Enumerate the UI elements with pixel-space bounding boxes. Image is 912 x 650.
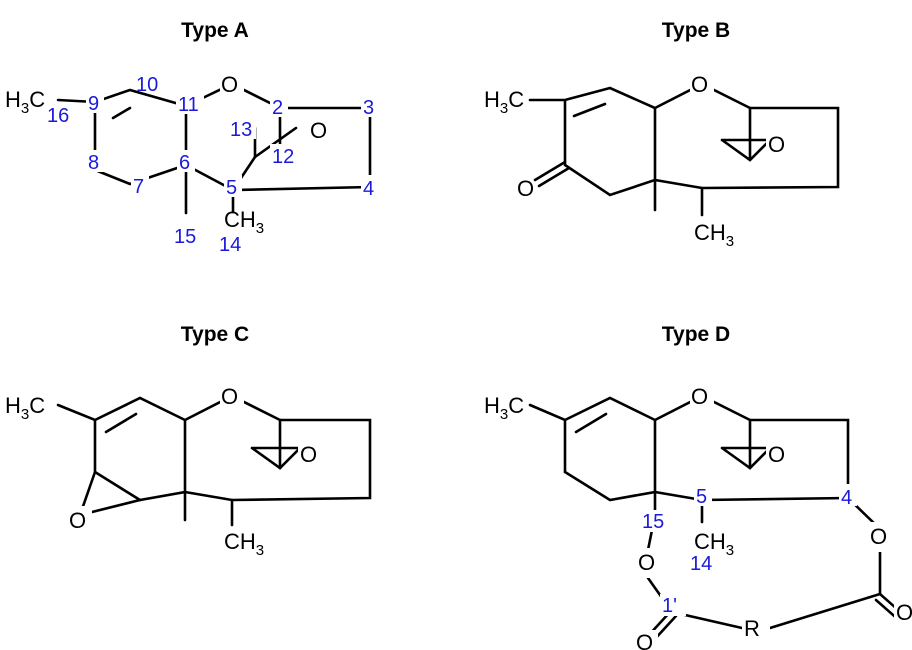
atom-ch3-d: CH3 [694, 529, 734, 559]
atom-oxygen-epoxide-d: O [768, 442, 785, 467]
atom-h3c-d: H3C [484, 393, 524, 423]
atom-r-group-d: R [744, 616, 760, 641]
atom-oxygen-carbonyl-right-d: O [896, 600, 912, 625]
bonds-type-b [528, 82, 840, 217]
locants-type-a: 16 9 10 11 2 3 13 12 8 6 7 5 4 15 14 [44, 74, 379, 256]
atom-h3c-b: H3C [484, 87, 524, 117]
atom-oxygen-carbonyl-left-d: O [636, 630, 653, 650]
locant-a-11: 11 [178, 94, 199, 116]
structure-type-d: Type D H3C O O O [484, 323, 912, 650]
locant-a-13: 13 [230, 119, 252, 141]
locant-a-14: 14 [219, 234, 241, 256]
locant-a-10: 10 [136, 74, 158, 96]
locant-d-4: 4 [841, 487, 852, 509]
atom-oxygen-epoxide-a: O [310, 118, 327, 143]
atom-ch3-a: CH3 [224, 207, 264, 237]
atom-h3c-c: H3C [5, 393, 45, 423]
bonds-type-c [56, 394, 372, 527]
locant-a-6: 6 [179, 152, 190, 174]
structure-type-c: Type C H3C O O O CH3 [5, 323, 372, 559]
locant-a-2: 2 [272, 97, 283, 119]
atom-oxygen-epoxide-b: O [768, 132, 785, 157]
title-type-d: Type D [662, 323, 730, 346]
atom-ch3-c: CH3 [224, 529, 264, 559]
locant-d-1-prime: 1' [662, 595, 677, 617]
locant-a-12: 12 [272, 146, 294, 168]
atoms-type-d: H3C O O O O O O R CH3 [484, 382, 912, 650]
locant-a-5: 5 [226, 177, 237, 199]
atom-h3c-a: H3C [5, 87, 45, 117]
title-type-a: Type A [181, 19, 249, 42]
locant-a-9: 9 [88, 93, 99, 115]
locant-a-7: 7 [133, 176, 144, 198]
title-type-b: Type B [662, 19, 730, 42]
atom-oxygen-ring-b: O [691, 72, 708, 97]
bonds-type-a [56, 82, 372, 215]
atom-ch3-b: CH3 [694, 220, 734, 250]
locant-a-3: 3 [363, 97, 374, 119]
atom-oxygen-ring-c: O [221, 384, 238, 409]
locant-a-16: 16 [47, 105, 69, 127]
atom-oxygen-ester-right-d: O [870, 524, 887, 549]
locant-a-4: 4 [363, 178, 374, 200]
locant-d-14: 14 [690, 553, 712, 575]
atom-oxygen-ring-d: O [691, 384, 708, 409]
locant-d-15: 15 [642, 511, 664, 533]
structure-type-a: Type A H3C O O CH3 16 9 10 11 [5, 19, 379, 256]
title-type-c: Type C [181, 323, 249, 346]
locant-a-15: 15 [174, 226, 196, 248]
bonds-type-d [528, 394, 907, 642]
structure-type-b: Type B H3C O O O CH3 [484, 19, 840, 250]
atom-oxygen-epoxide-c: O [300, 442, 317, 467]
atom-oxygen-ester-left-d: O [638, 550, 655, 575]
locant-a-8: 8 [88, 152, 99, 174]
atom-oxygen-epoxide-ring-c: O [69, 508, 86, 533]
atom-oxygen-ketone-b: O [517, 176, 534, 201]
atoms-type-c: H3C O O O CH3 [5, 382, 322, 559]
atoms-type-a: H3C O O CH3 [5, 70, 332, 237]
atom-oxygen-ring-a: O [221, 72, 238, 97]
locants-type-d: 15 5 4 14 1' [640, 484, 857, 617]
atoms-type-b: H3C O O O CH3 [484, 70, 790, 250]
locant-d-5: 5 [696, 486, 707, 508]
